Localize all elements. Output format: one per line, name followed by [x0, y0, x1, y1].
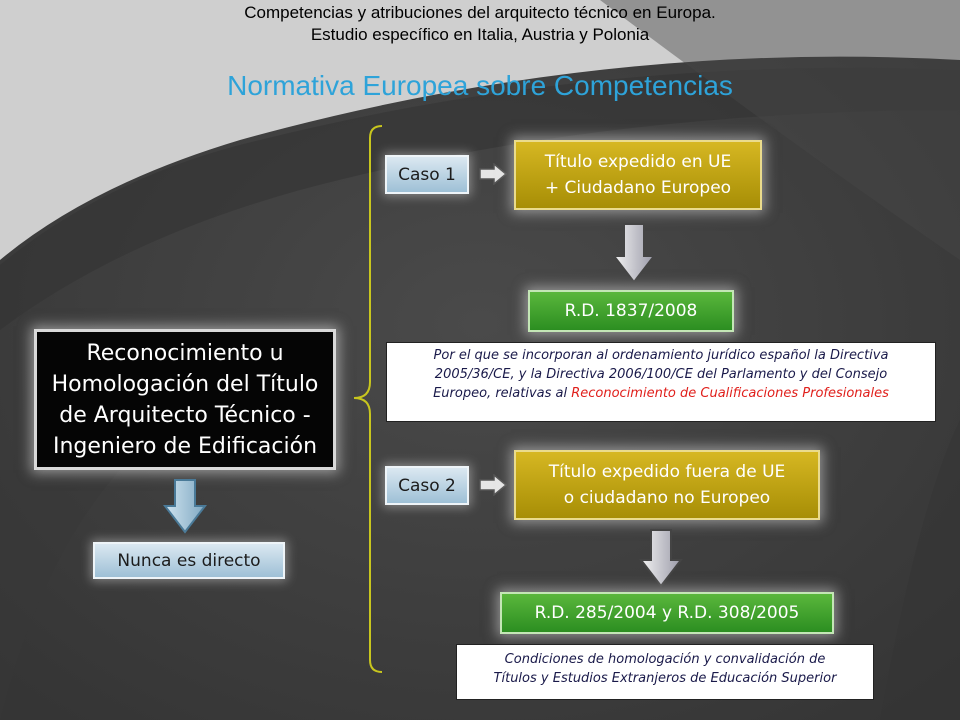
- titulo-fuera-ue-line-2: o ciudadano no Europeo: [563, 488, 771, 508]
- arrow-down-icon: [612, 223, 656, 284]
- header-line-2: Estudio específico en Italia, Austria y …: [310, 25, 650, 44]
- note-1-line-1: Por el que se incorporan al ordenamiento…: [433, 348, 889, 363]
- main-box-line-2: Homologación del Título: [51, 371, 319, 397]
- main-box-line-1: Reconocimiento u: [86, 340, 284, 366]
- note-1-line-2: 2005/36/CE, y la Directiva 2006/100/CE d…: [434, 367, 888, 382]
- presentation-header: Competencias y atribuciones del arquitec…: [0, 2, 960, 46]
- nunca-es-directo-box: Nunca es directo: [93, 542, 285, 579]
- note-2-line-1: Condiciones de homologación y convalidac…: [504, 652, 826, 667]
- rd-1837-2008-box: R.D. 1837/2008: [528, 290, 734, 332]
- note-2-line-2: Títulos y Estudios Extranjeros de Educac…: [493, 671, 837, 686]
- arrow-down-icon: [163, 479, 207, 534]
- main-recognition-box: Reconocimiento u Homologación del Título…: [34, 329, 336, 470]
- curly-bracket-icon: [353, 125, 383, 673]
- main-box-line-3: de Arquitecto Técnico -: [59, 402, 311, 428]
- titulo-fuera-ue-line-1: Título expedido fuera de UE: [548, 462, 786, 482]
- rd-285-308-box: R.D. 285/2004 y R.D. 308/2005: [500, 592, 834, 634]
- note-1-line-3: Europeo, relativas al Reconocimiento de …: [393, 384, 929, 403]
- caso-2-label: Caso 2: [385, 466, 469, 505]
- note-1-line-3-prefix: Europeo, relativas al: [433, 386, 572, 401]
- titulo-ue-box: Título expedido en UE + Ciudadano Europe…: [514, 140, 762, 210]
- note-1-highlight: Reconocimiento de Cualificaciones Profes…: [571, 386, 889, 401]
- titulo-ue-line-2: + Ciudadano Europeo: [544, 178, 732, 198]
- main-box-line-4: Ingeniero de Edificación: [52, 433, 318, 459]
- rd-1837-description-note: Por el que se incorporan al ordenamiento…: [386, 342, 936, 422]
- arrow-right-icon: [479, 163, 508, 185]
- header-line-1: Competencias y atribuciones del arquitec…: [244, 3, 716, 22]
- titulo-ue-line-1: Título expedido en UE: [544, 152, 732, 172]
- rd-285-description-note: Condiciones de homologación y convalidac…: [456, 644, 874, 700]
- slide-title: Normativa Europea sobre Competencias: [227, 70, 733, 101]
- caso-1-label: Caso 1: [385, 155, 469, 194]
- arrow-right-icon: [479, 474, 508, 496]
- titulo-fuera-ue-box: Título expedido fuera de UE o ciudadano …: [514, 450, 820, 520]
- arrow-down-icon: [639, 529, 683, 588]
